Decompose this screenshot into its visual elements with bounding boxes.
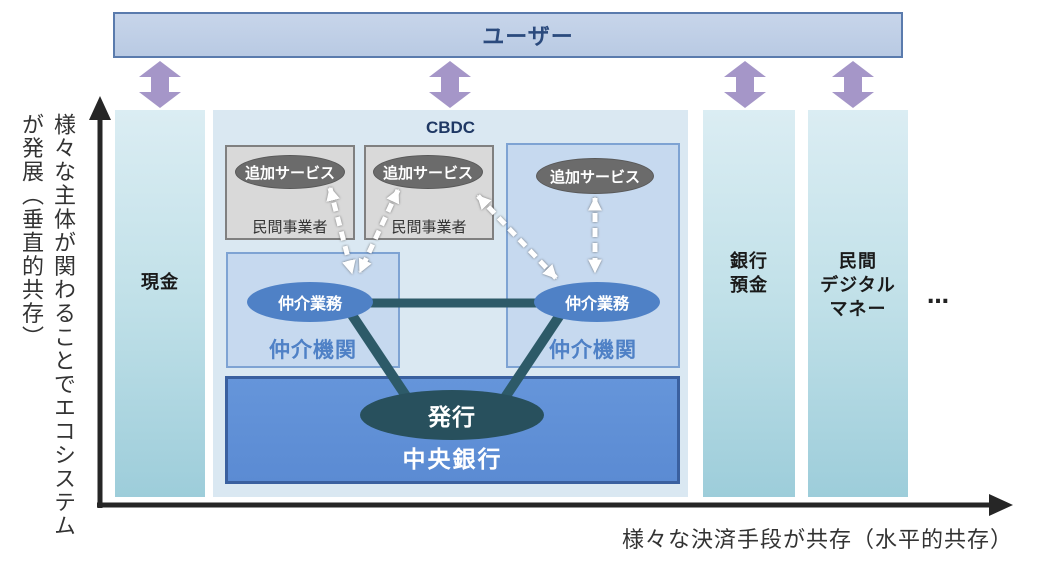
- cbdc-title: CBDC: [425, 118, 476, 137]
- user-bar: ユーザー: [113, 12, 903, 58]
- double-arrow-icon: [832, 61, 874, 108]
- horizontal-axis-arrowhead-icon: [989, 494, 1013, 516]
- double-arrow-icon: [724, 61, 766, 108]
- cash-column: [115, 110, 205, 497]
- bank-deposit-label-line: 銀行: [730, 251, 768, 272]
- vertical-axis-label: 様々な主体が関わることでエコシステム が発展（垂直的共存）: [14, 113, 78, 545]
- private-digital-money-label: 民間 デジタル マネー: [808, 250, 908, 322]
- vertical-axis-label-line: 様々な主体が関わることでエコシステム: [50, 113, 75, 538]
- double-arrow-icon: [139, 61, 181, 108]
- intermediary-label: 仲介機関: [269, 338, 357, 362]
- private-digital-money-label-line: 民間: [839, 251, 877, 272]
- vertical-axis-arrowhead-icon: [89, 96, 111, 120]
- double-arrow-icon: [429, 61, 471, 108]
- additional-service-ellipse: 追加サービス: [235, 155, 345, 189]
- intermediary-business-ellipse: 仲介業務: [247, 282, 373, 322]
- issuance-ellipse: 発行: [360, 390, 544, 440]
- additional-service-ellipse: 追加サービス: [536, 158, 654, 194]
- bank-deposit-label: 銀行 預金: [703, 250, 795, 298]
- vertical-axis-label-line: が発展（垂直的共存）: [18, 113, 43, 349]
- intermediary-business-ellipse: 仲介業務: [534, 282, 660, 322]
- private-digital-money-label-line: マネー: [829, 299, 887, 320]
- private-operator-label: 民間事業者: [391, 218, 467, 236]
- private-digital-money-label-line: デジタル: [820, 275, 896, 296]
- bank-deposit-column: [703, 110, 795, 497]
- additional-service-ellipse: 追加サービス: [373, 155, 483, 189]
- private-operator-label: 民間事業者: [252, 218, 328, 236]
- cash-label: 現金: [141, 272, 179, 293]
- horizontal-axis-label: 様々な決済手段が共存（水平的共存）: [622, 528, 1014, 553]
- more-methods-ellipsis: …: [927, 284, 949, 309]
- central-bank-label: 中央銀行: [402, 447, 503, 473]
- user-bar-label: ユーザー: [482, 25, 574, 50]
- intermediary-label: 仲介機関: [549, 338, 637, 362]
- bank-deposit-label-line: 預金: [730, 275, 768, 296]
- private-digital-money-column: [808, 110, 908, 497]
